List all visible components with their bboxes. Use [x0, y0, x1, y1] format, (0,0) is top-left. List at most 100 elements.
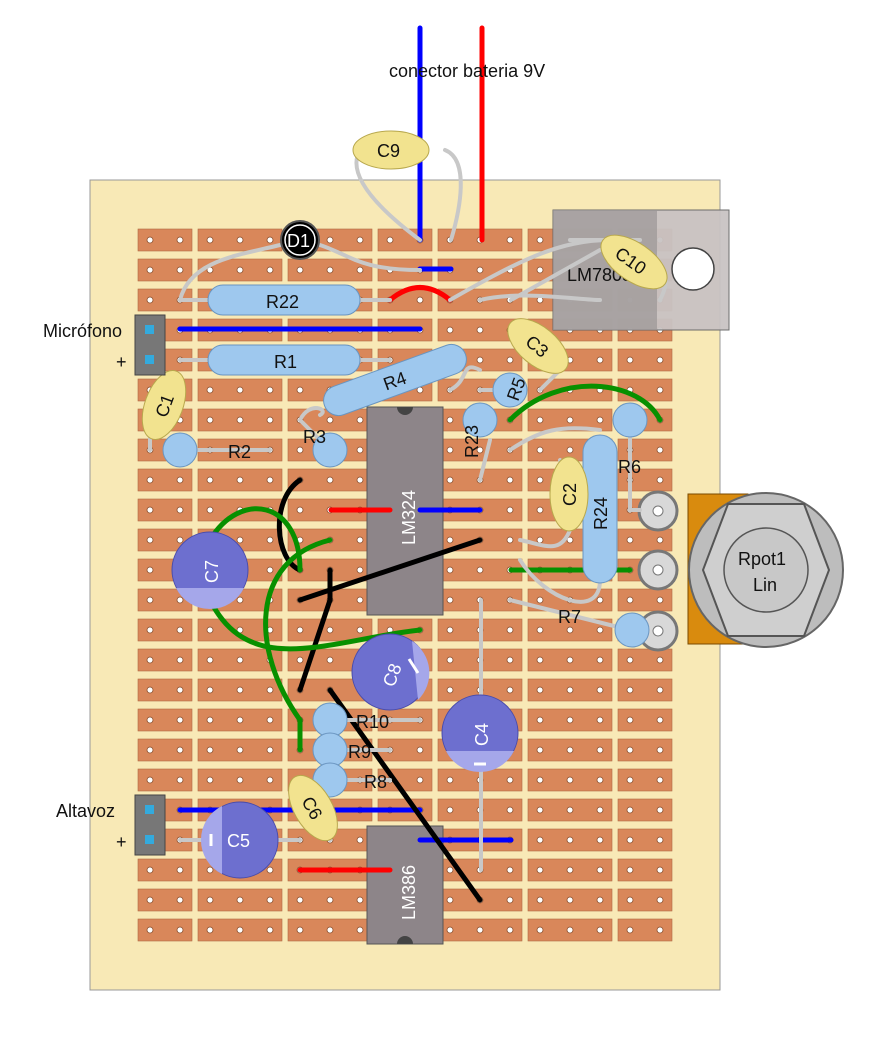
electrolytic-capacitors[interactable]: C7 C8 C4 C5: [171, 531, 519, 879]
strip-hole: [266, 716, 274, 724]
strip-hole: [416, 746, 424, 754]
copper-strip: [377, 228, 433, 252]
strip-hole: [356, 836, 364, 844]
strip-hole: [146, 746, 154, 754]
strip-hole: [266, 746, 274, 754]
strip-hole: [176, 266, 184, 274]
strip-hole: [446, 926, 454, 934]
svg-text:R23: R23: [462, 425, 482, 458]
strip-hole: [596, 416, 604, 424]
strip-hole: [446, 686, 454, 694]
strip-hole: [146, 776, 154, 784]
strip-hole: [566, 806, 574, 814]
strip-hole: [656, 356, 664, 364]
speaker-connector[interactable]: Altavoz +: [56, 794, 166, 856]
strip-hole: [146, 866, 154, 874]
strip-hole: [656, 866, 664, 874]
strip-hole: [536, 266, 544, 274]
diode-d1[interactable]: D1: [280, 220, 320, 260]
ceramic-capacitors[interactable]: C9 C10 C3 C1 C2 C6: [134, 130, 676, 849]
component-leads: [148, 148, 668, 872]
copper-strip: [137, 918, 193, 942]
strip-hole: [146, 506, 154, 514]
strip-hole: [536, 746, 544, 754]
copper-strip: [617, 648, 673, 672]
strip-hole: [656, 476, 664, 484]
strip-hole: [356, 416, 364, 424]
strip-hole: [146, 566, 154, 574]
strip-hole: [566, 896, 574, 904]
copper-strip: [617, 888, 673, 912]
strip-hole: [476, 356, 484, 364]
strip-hole: [596, 926, 604, 934]
copper-strip: [137, 738, 193, 762]
strip-hole: [356, 476, 364, 484]
strip-hole: [176, 656, 184, 664]
strip-hole: [446, 476, 454, 484]
strip-hole: [176, 686, 184, 694]
strip-hole: [356, 926, 364, 934]
strip-hole: [536, 476, 544, 484]
strip-hole: [236, 476, 244, 484]
strip-hole: [266, 236, 274, 244]
strip-hole: [176, 746, 184, 754]
strip-hole: [446, 866, 454, 874]
strip-hole: [626, 926, 634, 934]
copper-strip: [617, 828, 673, 852]
copper-strip: [617, 858, 673, 882]
strip-hole: [446, 656, 454, 664]
strip-hole: [566, 716, 574, 724]
svg-text:R6: R6: [618, 457, 641, 477]
strip-hole: [596, 656, 604, 664]
strip-hole: [506, 476, 514, 484]
strip-hole: [266, 416, 274, 424]
strip-hole: [296, 626, 304, 634]
strip-hole: [206, 626, 214, 634]
strip-hole: [536, 806, 544, 814]
strip-hole: [326, 656, 334, 664]
copper-strip: [617, 588, 673, 612]
strip-hole: [176, 506, 184, 514]
ic-lm386[interactable]: LM386: [366, 825, 444, 945]
strip-hole: [446, 806, 454, 814]
strip-hole: [536, 626, 544, 634]
copper-strip: [137, 708, 193, 732]
strip-hole: [656, 596, 664, 604]
strip-hole: [206, 776, 214, 784]
strip-hole: [236, 746, 244, 754]
strip-hole: [446, 776, 454, 784]
svg-text:R22: R22: [266, 292, 299, 312]
strip-hole: [326, 416, 334, 424]
strip-hole: [146, 296, 154, 304]
resistor-r6: R6: [612, 402, 648, 477]
strip-hole: [626, 896, 634, 904]
copper-strip: [617, 738, 673, 762]
microphone-plus: +: [116, 352, 127, 372]
strip-hole: [176, 716, 184, 724]
strip-hole: [536, 596, 544, 604]
capacitor-c2: C2: [549, 456, 589, 532]
speaker-label: Altavoz: [56, 801, 115, 821]
copper-strip: [137, 468, 193, 492]
resistors[interactable]: R22 R1 R4 R24 R2 R3 R5 R23: [162, 284, 650, 798]
strip-hole: [236, 926, 244, 934]
strip-hole: [296, 266, 304, 274]
strip-hole: [446, 626, 454, 634]
strip-hole: [446, 566, 454, 574]
strip-hole: [626, 746, 634, 754]
microphone-connector[interactable]: Micrófono +: [43, 314, 166, 376]
copper-strip: [617, 348, 673, 372]
svg-text:R7: R7: [558, 607, 581, 627]
microphone-label: Micrófono: [43, 321, 122, 341]
strip-hole: [206, 416, 214, 424]
strip-hole: [176, 896, 184, 904]
strip-hole: [566, 416, 574, 424]
copper-strip: [617, 768, 673, 792]
strip-hole: [596, 626, 604, 634]
strip-hole: [626, 776, 634, 784]
rpot1-label: Rpot1: [738, 549, 786, 569]
potentiometer-rpot1[interactable]: Rpot1 Lin: [637, 490, 844, 652]
copper-strip: [617, 708, 673, 732]
strip-hole: [146, 686, 154, 694]
svg-text:C7: C7: [202, 560, 222, 583]
